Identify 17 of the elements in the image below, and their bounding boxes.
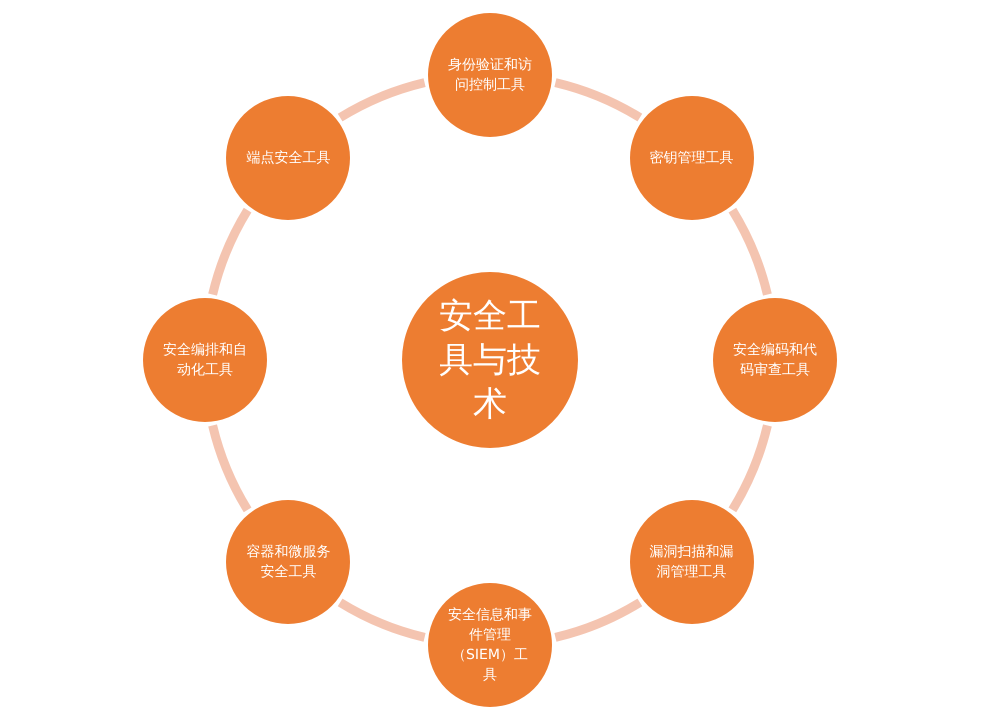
node-label: 安全编排和自动化工具 — [163, 341, 247, 380]
connector-arc — [554, 78, 642, 122]
connector-arc — [208, 208, 252, 296]
node-label: 容器和微服务安全工具 — [246, 542, 330, 582]
connector-arc — [338, 598, 426, 642]
node-label: 安全信息和事件管理（SIEM）工具 — [448, 606, 532, 685]
node-label: 漏洞扫描和漏洞管理工具 — [650, 542, 734, 582]
connector-arc — [728, 208, 772, 296]
node-label: 安全编码和代码审查工具 — [733, 341, 817, 380]
connector-arc — [208, 424, 252, 512]
connector-arc — [554, 598, 642, 642]
node-label: 安全工具与技术 — [438, 295, 542, 426]
connector-arc — [728, 424, 772, 512]
node-label: 身份验证和访问控制工具 — [448, 56, 532, 95]
node-label: 密钥管理工具 — [650, 149, 734, 168]
node-label: 端点安全工具 — [246, 149, 330, 168]
connector-arc — [338, 78, 426, 122]
